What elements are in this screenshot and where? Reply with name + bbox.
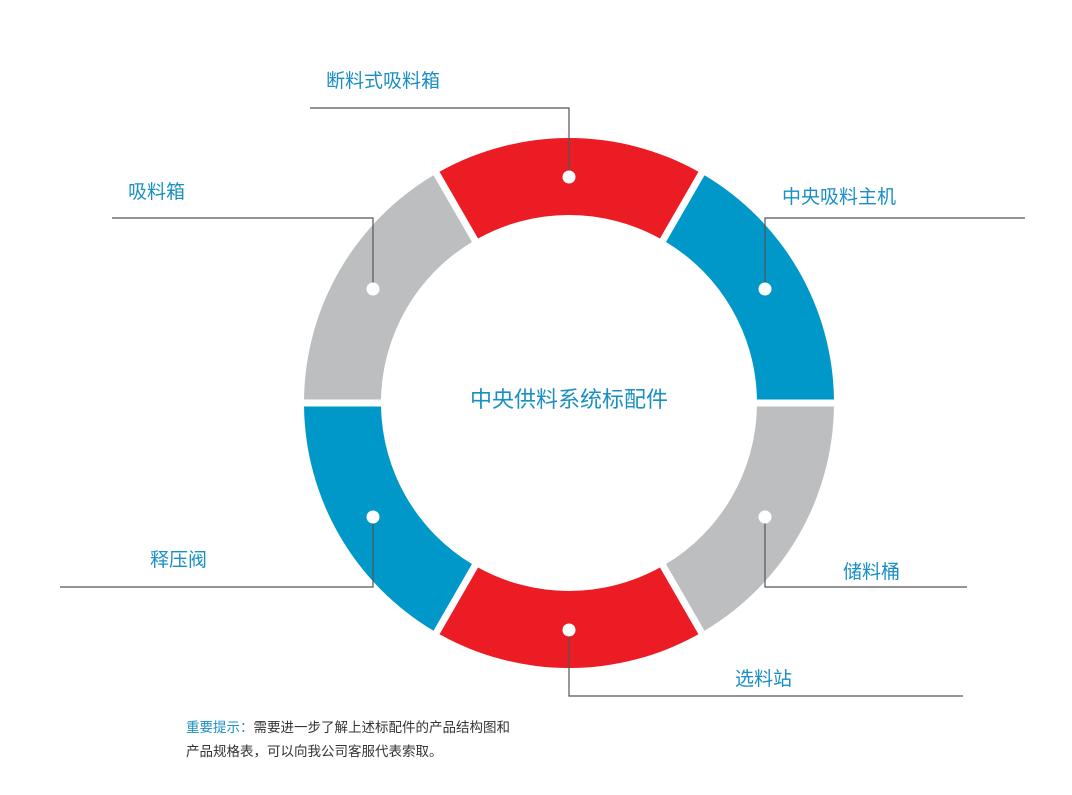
leader-line-0 (310, 107, 570, 177)
marker-dot-3 (562, 623, 576, 637)
note-line-2: 产品规格表，可以向我公司客服代表索取。 (186, 744, 443, 760)
label-segment-1: 中央吸料主机 (782, 186, 897, 208)
ring-segment-4 (304, 406, 472, 631)
ring-segment-0 (439, 138, 699, 239)
leader-line-5 (112, 217, 374, 289)
leader-line-1 (764, 217, 1025, 289)
important-note: 重要提示：需要进一步了解上述标配件的产品结构图和 产品规格表，可以向我公司客服代… (186, 716, 606, 764)
label-segment-5: 吸料箱 (128, 181, 186, 203)
ring-segment-5 (304, 175, 472, 400)
ring-segment-1 (666, 175, 834, 400)
marker-dot-5 (366, 282, 380, 296)
center-title: 中央供料系统标配件 (469, 388, 668, 413)
marker-dot-4 (366, 510, 380, 524)
label-segment-0: 断料式吸料箱 (326, 70, 441, 92)
leader-line-2 (764, 517, 967, 588)
label-segment-4: 释压阀 (150, 549, 208, 571)
marker-dot-0 (562, 170, 576, 184)
ring-segment-2 (666, 406, 834, 631)
label-segment-3: 选料站 (735, 668, 793, 690)
note-text-1: 需要进一步了解上述标配件的产品结构图和 (253, 720, 511, 736)
marker-dot-1 (758, 282, 772, 296)
note-line-1: 重要提示：需要进一步了解上述标配件的产品结构图和 (186, 716, 606, 740)
leader-line-3 (568, 630, 963, 697)
marker-dot-2 (758, 510, 772, 524)
leader-line-4 (60, 517, 374, 588)
note-prefix: 重要提示： (186, 720, 254, 736)
label-segment-2: 储料桶 (843, 561, 901, 583)
ring-segment-3 (439, 567, 699, 668)
